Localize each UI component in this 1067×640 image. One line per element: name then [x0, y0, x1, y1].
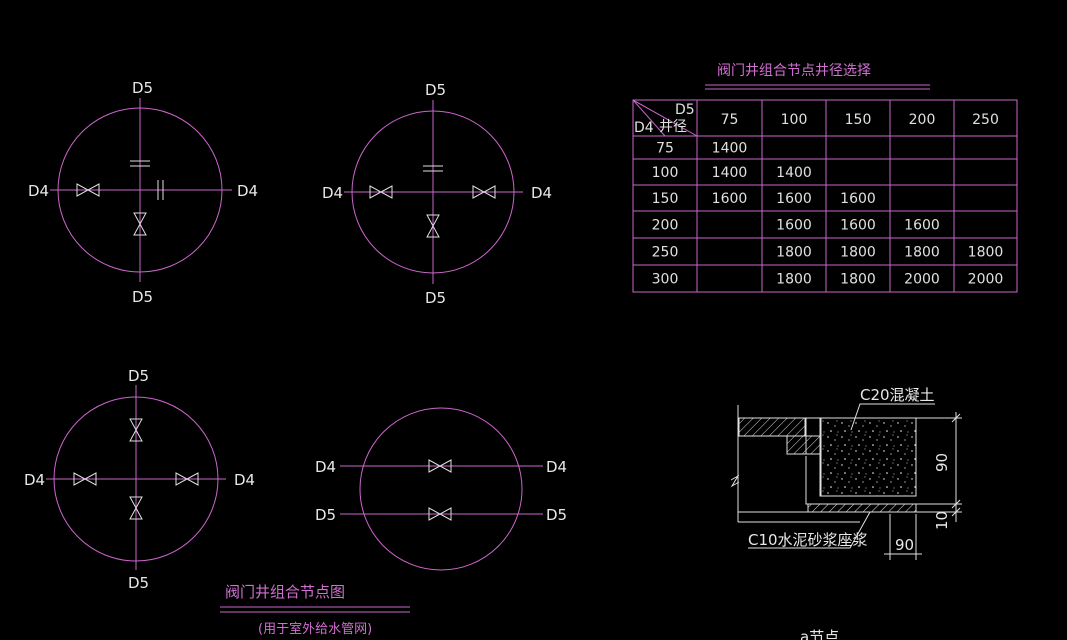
dim-90-vertical: 90	[933, 453, 951, 472]
drawing-caption: 阀门井组合节点图 (用于室外给水管网)	[220, 583, 410, 637]
table-title: 阀门井组合节点井径选择	[717, 63, 871, 79]
table-header-cell: 250	[972, 112, 999, 128]
node-diagram-3: D5 D5 D4 D4	[24, 367, 255, 592]
label-d4-left: D4	[24, 471, 45, 489]
table-row-header: 75	[656, 141, 674, 157]
valve-icon	[428, 459, 442, 473]
label-c10: C10水泥砂浆座浆	[748, 531, 868, 549]
valve-icon	[73, 472, 87, 486]
node-diagram-2: D5 D5 D4 D4	[322, 81, 552, 307]
table-cell: 2000	[904, 272, 940, 288]
table-header-cell: 100	[781, 112, 808, 128]
valve-icon	[76, 183, 90, 197]
valve-icon	[129, 496, 143, 510]
valve-icon	[133, 212, 147, 226]
label-d4-right: D4	[546, 458, 567, 476]
corner-jingjing: 井径	[659, 119, 687, 135]
valve-icon	[175, 472, 189, 486]
dim-90-horizontal: 90	[895, 536, 914, 554]
dim-10: 10	[933, 511, 951, 530]
corner-d5: D5	[675, 102, 695, 118]
table-cell: 1800	[968, 245, 1004, 261]
label-d4-left: D4	[322, 184, 343, 202]
table-cell: 1400	[712, 141, 748, 157]
label-d5-bottom: D5	[425, 289, 446, 307]
table-body: 75 1400 100 1400 1400 150 1600 1600 1600 200 1600 1…	[652, 141, 1004, 288]
table-cell: 1600	[840, 191, 876, 207]
table-cell: 1600	[776, 191, 812, 207]
label-d5-top: D5	[128, 367, 149, 385]
corner-d4: D4	[634, 120, 654, 136]
label-d5-left: D5	[315, 506, 336, 524]
label-d4-left: D4	[315, 458, 336, 476]
caption-subtitle: (用于室外给水管网)	[258, 621, 372, 637]
label-d5-top: D5	[425, 81, 446, 99]
label-d5-bottom: D5	[132, 288, 153, 306]
table-row-header: 100	[652, 165, 679, 181]
section-detail: C20混凝土 C10水泥砂浆座浆 90 10 90 a节点	[730, 386, 962, 640]
well-diameter-table: 阀门井组合节点井径选择 D5 D4 井径 75 100 150 200 250 75 14…	[632, 63, 1018, 293]
label-d4-left: D4	[28, 182, 49, 200]
table-cell: 1800	[776, 272, 812, 288]
table-row-header: 200	[652, 218, 679, 234]
valve-icon	[426, 214, 440, 228]
label-d5-right: D5	[546, 506, 567, 524]
detail-caption: a节点	[800, 628, 839, 640]
label-d5-top: D5	[132, 79, 153, 97]
mortar-layer	[807, 503, 917, 513]
table-cell: 1600	[776, 218, 812, 234]
table-cell: 1400	[712, 165, 748, 181]
table-row-header: 250	[652, 245, 679, 261]
table-cell: 1800	[840, 272, 876, 288]
table-cell: 1400	[776, 165, 812, 181]
table-header-cell: 200	[909, 112, 936, 128]
well-circle	[359, 407, 523, 571]
label-c20: C20混凝土	[860, 386, 935, 404]
table-row-header: 150	[652, 191, 679, 207]
table-cell: 1800	[776, 245, 812, 261]
node-diagram-1: D5 D5 D4 D4	[28, 79, 258, 306]
table-header-cell: 150	[845, 112, 872, 128]
table-header-row: 75 100 150 200 250	[721, 112, 999, 128]
valve-icon	[129, 418, 143, 432]
table-cell: 1800	[840, 245, 876, 261]
label-d4-right: D4	[234, 471, 255, 489]
table-cell: 1600	[840, 218, 876, 234]
table-cell: 1800	[904, 245, 940, 261]
valve-icon	[472, 185, 486, 199]
table-row-header: 300	[652, 272, 679, 288]
label-d4-right: D4	[237, 182, 258, 200]
label-d5-bottom: D5	[128, 574, 149, 592]
valve-icon	[369, 185, 383, 199]
table-header-cell: 75	[721, 112, 739, 128]
node-diagram-4: D4 D4 D5 D5	[315, 407, 567, 571]
valve-icon	[428, 507, 442, 521]
caption-title: 阀门井组合节点图	[225, 583, 345, 601]
label-d4-right: D4	[531, 184, 552, 202]
table-cell: 1600	[904, 218, 940, 234]
concrete-block	[820, 417, 917, 497]
table-cell: 2000	[968, 272, 1004, 288]
table-cell: 1600	[712, 191, 748, 207]
